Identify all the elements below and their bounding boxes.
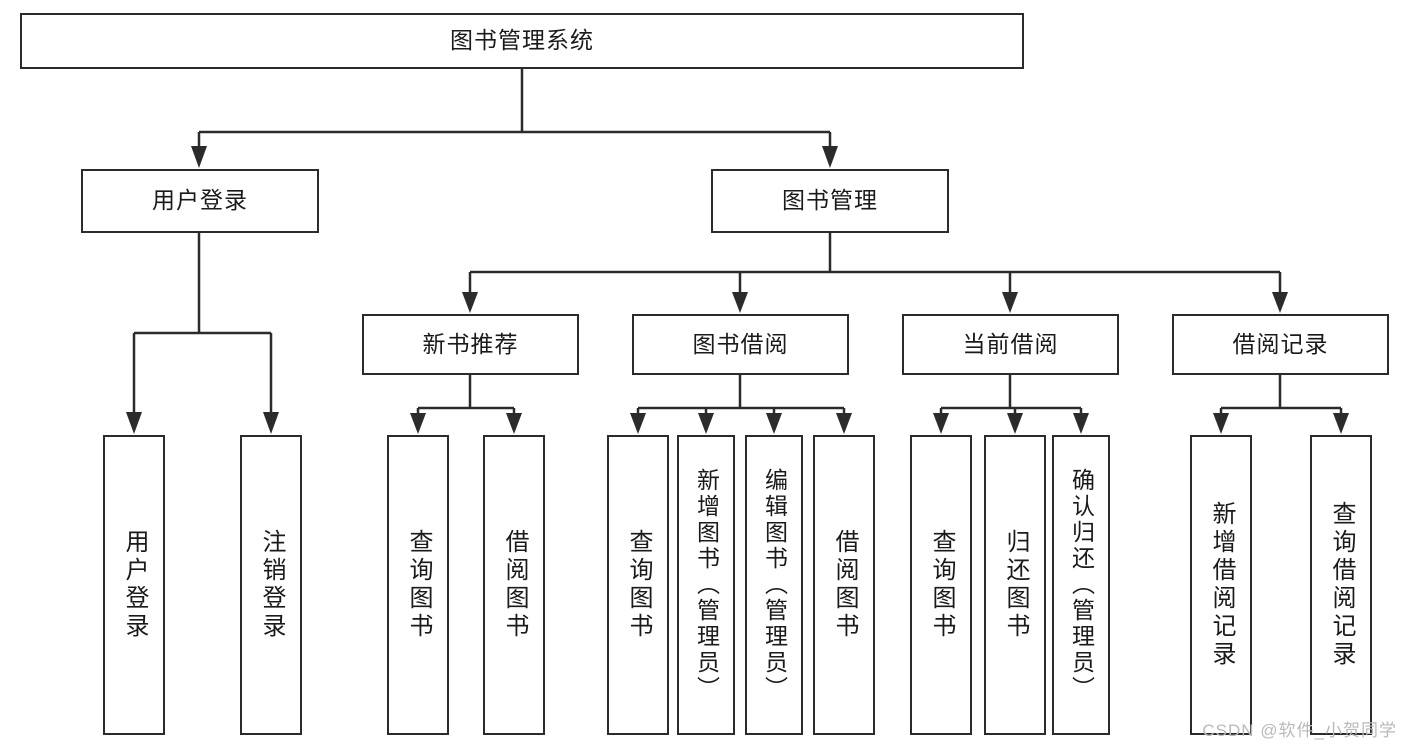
node-label: 新增图书（管理员） [693, 468, 720, 702]
leaf-confirm-return-admin[interactable]: 确认归还（管理员） [1052, 435, 1110, 735]
leaf-borrow-books-recommend[interactable]: 借阅图书 [483, 435, 545, 735]
watermark-text: CSDN @软件_小贺同学 [1202, 721, 1397, 740]
node-label: 借阅图书 [831, 529, 858, 641]
node-label: 确认归还（管理员） [1068, 468, 1095, 702]
node-label: 归还图书 [1002, 529, 1029, 641]
node-borrow-records[interactable]: 借阅记录 [1172, 314, 1389, 375]
leaf-query-borrow-record[interactable]: 查询借阅记录 [1310, 435, 1372, 735]
node-label: 图书管理系统 [450, 27, 594, 54]
leaf-add-book-admin[interactable]: 新增图书（管理员） [677, 435, 735, 735]
leaf-query-books-recommend[interactable]: 查询图书 [387, 435, 449, 735]
node-label: 当前借阅 [962, 330, 1059, 357]
node-label: 查询图书 [405, 529, 432, 641]
node-label: 新增借阅记录 [1208, 501, 1235, 669]
node-root-system[interactable]: 图书管理系统 [20, 13, 1024, 69]
node-label: 注销登录 [258, 529, 285, 641]
leaf-query-books-current[interactable]: 查询图书 [910, 435, 972, 735]
node-new-book-recommend[interactable]: 新书推荐 [362, 314, 579, 375]
leaf-add-borrow-record[interactable]: 新增借阅记录 [1190, 435, 1252, 735]
leaf-borrow-books[interactable]: 借阅图书 [813, 435, 875, 735]
node-label: 用户登录 [121, 529, 148, 641]
node-label: 查询图书 [928, 529, 955, 641]
leaf-query-books-borrow[interactable]: 查询图书 [607, 435, 669, 735]
leaf-logout[interactable]: 注销登录 [240, 435, 302, 735]
leaf-edit-book-admin[interactable]: 编辑图书（管理员） [745, 435, 803, 735]
node-label: 借阅图书 [501, 529, 528, 641]
leaf-return-books[interactable]: 归还图书 [984, 435, 1046, 735]
node-book-management[interactable]: 图书管理 [711, 169, 949, 233]
node-label: 图书借阅 [692, 330, 789, 357]
node-label: 新书推荐 [422, 330, 519, 357]
node-label: 借阅记录 [1232, 330, 1329, 357]
node-label: 用户登录 [152, 187, 248, 214]
node-label: 查询图书 [625, 529, 652, 641]
leaf-user-login[interactable]: 用户登录 [103, 435, 165, 735]
node-label: 图书管理 [782, 187, 878, 214]
node-book-borrow[interactable]: 图书借阅 [632, 314, 849, 375]
node-label: 查询借阅记录 [1328, 501, 1355, 669]
node-label: 编辑图书（管理员） [761, 468, 788, 702]
node-current-borrow[interactable]: 当前借阅 [902, 314, 1119, 375]
node-user-login[interactable]: 用户登录 [81, 169, 319, 233]
